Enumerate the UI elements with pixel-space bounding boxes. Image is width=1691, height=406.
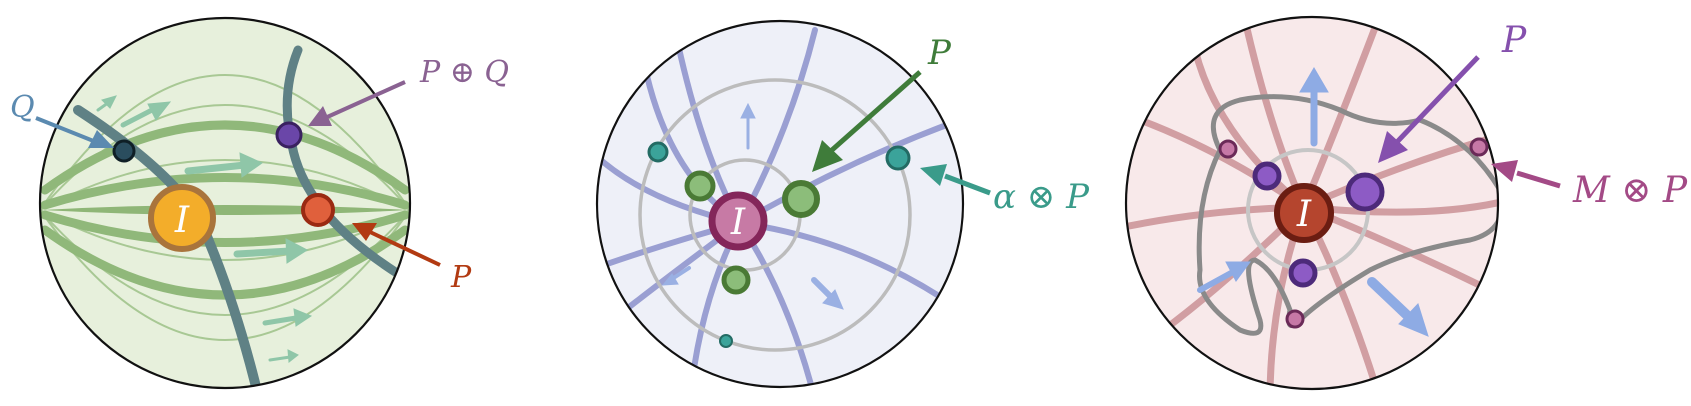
panel-b-label-p: P xyxy=(927,33,952,73)
panel-c-loop-curve xyxy=(1196,94,1498,336)
panel-a-label-q: Q xyxy=(10,90,35,125)
panel-b-boundary xyxy=(595,19,965,389)
panel-b-label-alpha: α ⊗ P xyxy=(993,177,1090,217)
panel-a-curve-right xyxy=(282,45,405,280)
panel-c-node-purple-1 xyxy=(1252,161,1282,191)
panel-a-pointer-p xyxy=(352,223,441,267)
panel-c-node-pink-1 xyxy=(1218,139,1238,159)
panel-c-node-pink-2 xyxy=(1469,137,1489,157)
panel-b-pointer-alpha xyxy=(920,164,991,196)
panel-b-node-teal-3 xyxy=(719,334,733,348)
panel-a-center-node xyxy=(148,184,216,252)
panel-b-node-green-1 xyxy=(684,170,716,202)
panel-a-center-label: I xyxy=(174,200,190,241)
panel-a-node-q xyxy=(112,139,136,163)
panel-c-node-p xyxy=(1345,172,1385,212)
panel-c-center-node xyxy=(1274,183,1334,243)
panel-a-node-pq xyxy=(275,121,303,149)
panel-a-boundary xyxy=(38,16,412,390)
panel-c-center-label: I xyxy=(1296,194,1312,235)
panel-c-pointer-p xyxy=(1378,55,1480,163)
panel-b-center-label: I xyxy=(730,202,746,243)
panel-a-disk xyxy=(40,18,410,388)
panel-a: I Q P ⊕ Q P xyxy=(10,16,509,390)
panel-b-flow-arrows xyxy=(661,102,844,310)
panel-b-node-teal-2 xyxy=(885,145,911,171)
panel-c-pointer-mp xyxy=(1491,160,1561,189)
panel-b-node-teal-1 xyxy=(647,141,669,163)
panel-c-label-p: P xyxy=(1501,20,1527,61)
panel-a-label-p: P xyxy=(450,260,472,295)
panel-b-center-node xyxy=(708,191,768,251)
panel-a-flow-arrows xyxy=(96,95,313,363)
panel-c-node-pink-3 xyxy=(1285,309,1305,329)
panel-c-boundary xyxy=(1124,15,1500,391)
panel-b: I P α ⊗ P xyxy=(595,19,1090,389)
panel-a-node-p xyxy=(301,193,335,227)
panel-b-node-p xyxy=(782,180,820,218)
panel-c-node-purple-2 xyxy=(1288,258,1318,288)
panel-a-pointer-q xyxy=(35,116,114,148)
panel-c: I P M ⊗ P xyxy=(1124,15,1688,391)
panel-c-label-mp: M ⊗ P xyxy=(1572,170,1688,211)
panel-a-label-pq: P ⊕ Q xyxy=(419,55,509,90)
panel-b-pointer-p xyxy=(812,70,922,172)
panel-c-flow-arrows xyxy=(1197,67,1429,337)
panel-b-node-green-2 xyxy=(721,265,751,295)
panel-a-pointer-pq xyxy=(308,80,406,126)
